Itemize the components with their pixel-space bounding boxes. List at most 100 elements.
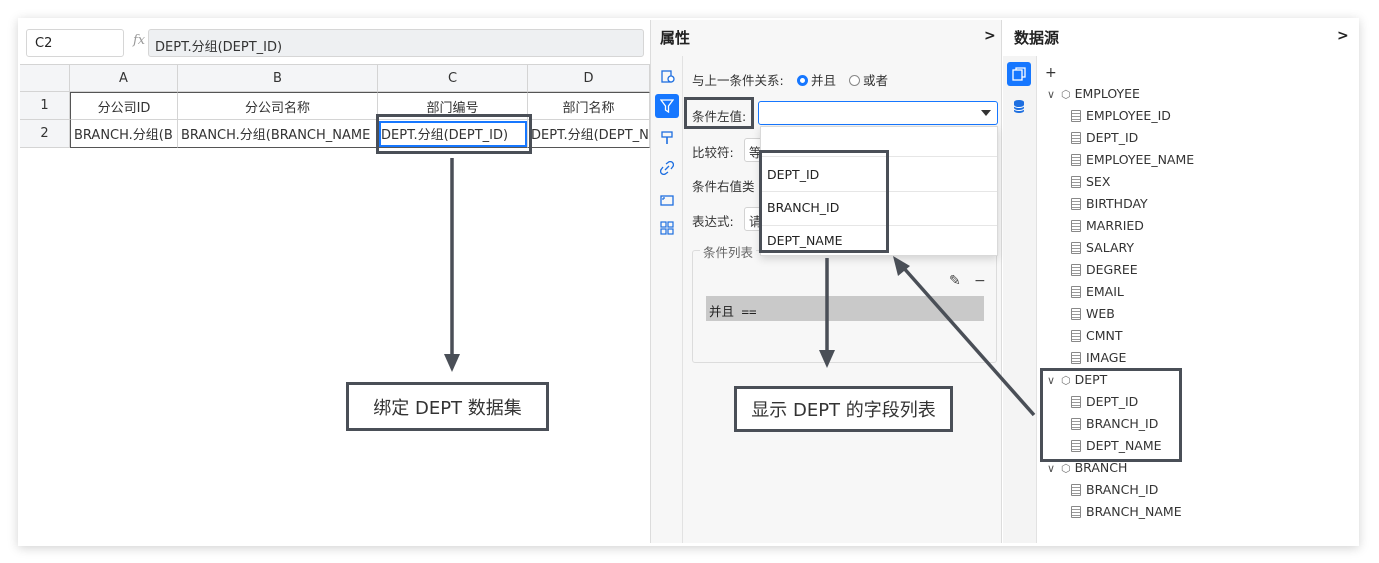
- tree-field[interactable]: EMAIL: [1071, 284, 1124, 299]
- dropdown-divider: [761, 191, 997, 192]
- arrow-dept-to-dropdown: [900, 264, 1036, 417]
- add-dataset-button[interactable]: +: [1045, 65, 1057, 81]
- edit-icon[interactable]: ✎: [949, 273, 961, 289]
- tree-field[interactable]: BRANCH_ID: [1071, 416, 1158, 431]
- dropdown-option-branch-id[interactable]: BRANCH_ID: [767, 200, 840, 215]
- cell-settings-icon[interactable]: [657, 66, 677, 86]
- relation-and-label: 并且: [811, 73, 837, 88]
- chevron-down-icon: [981, 110, 991, 116]
- tree-field[interactable]: EMPLOYEE_NAME: [1071, 152, 1194, 167]
- field-label: CMNT: [1086, 328, 1123, 343]
- tree-field[interactable]: MARRIED: [1071, 218, 1144, 233]
- dropdown-option-dept-name[interactable]: DEPT_NAME: [767, 233, 843, 248]
- cell-b1[interactable]: 分公司名称: [178, 92, 378, 120]
- field-icon: [1071, 286, 1081, 298]
- dropdown-option-dept-id[interactable]: DEPT_ID: [767, 167, 820, 182]
- expression-label: 表达式:: [692, 214, 734, 229]
- left-value-select[interactable]: [758, 101, 998, 125]
- relation-label: 与上一条件关系:: [692, 73, 784, 88]
- cell-c2[interactable]: DEPT.分组(DEPT_ID): [378, 120, 528, 148]
- dropdown-divider: [761, 225, 997, 226]
- field-label: EMPLOYEE_NAME: [1086, 152, 1195, 167]
- properties-icon-column: [651, 56, 683, 543]
- column-header-d[interactable]: D: [528, 64, 650, 92]
- condition-list-label: 条件列表: [700, 242, 757, 261]
- filter-icon[interactable]: [655, 94, 679, 118]
- formula-input[interactable]: DEPT.分组(DEPT_ID): [148, 29, 644, 57]
- remove-icon[interactable]: −: [974, 273, 986, 289]
- datasource-title: 数据源: [1014, 29, 1060, 47]
- field-label: EMAIL: [1086, 284, 1124, 299]
- spreadsheet-area: C2 fx DEPT.分组(DEPT_ID) A B C D 1 分公司ID 分…: [20, 20, 650, 543]
- field-label: DEPT_NAME: [1086, 438, 1162, 453]
- properties-title: 属性: [660, 29, 691, 47]
- tree-field[interactable]: DEGREE: [1071, 262, 1138, 277]
- cell-d1[interactable]: 部门名称: [528, 92, 650, 120]
- column-header-c[interactable]: C: [378, 64, 528, 92]
- field-icon: [1071, 132, 1081, 144]
- field-label: BRANCH_NAME: [1086, 504, 1182, 519]
- chevron-down-icon: ∨: [1047, 462, 1056, 475]
- tree-group-employee[interactable]: ∨⬡EMPLOYEE: [1047, 86, 1140, 101]
- field-icon: [1071, 220, 1081, 232]
- annotation-box-dept-tree: [1040, 368, 1182, 462]
- field-icon: [1071, 352, 1081, 364]
- field-icon: [1071, 396, 1081, 408]
- relation-and-radio[interactable]: 并且: [797, 70, 836, 89]
- field-label: MARRIED: [1086, 218, 1144, 233]
- cube-icon: ⬡: [1061, 462, 1071, 475]
- tree-field[interactable]: BRANCH_NAME: [1071, 504, 1182, 519]
- tree-field[interactable]: DEPT_ID: [1071, 394, 1138, 409]
- relation-or-label: 或者: [863, 73, 889, 88]
- cell-a2[interactable]: BRANCH.分组(B: [70, 120, 178, 148]
- group-label: BRANCH: [1074, 460, 1128, 475]
- tree-field[interactable]: SALARY: [1071, 240, 1134, 255]
- group-label: DEPT: [1074, 372, 1108, 387]
- tree-field[interactable]: SEX: [1071, 174, 1110, 189]
- tree-field[interactable]: DEPT_ID: [1071, 130, 1138, 145]
- format-brush-icon[interactable]: [657, 128, 677, 148]
- field-icon: [1071, 264, 1081, 276]
- datasource-collapse-button[interactable]: >: [1337, 28, 1349, 44]
- datasource-icon-column: [1003, 56, 1037, 543]
- column-header-b[interactable]: B: [178, 64, 378, 92]
- tree-field[interactable]: DEPT_NAME: [1071, 438, 1162, 453]
- fx-icon: fx: [133, 33, 146, 48]
- cell-b2[interactable]: BRANCH.分组(BRANCH_NAME: [178, 120, 378, 148]
- field-label: DEGREE: [1086, 262, 1138, 277]
- field-icon: [1071, 308, 1081, 320]
- row-header-2[interactable]: 2: [20, 120, 70, 148]
- row-header-1[interactable]: 1: [20, 92, 70, 120]
- field-label: EMPLOYEE_ID: [1086, 108, 1171, 123]
- formula-toolbar: C2 fx DEPT.分组(DEPT_ID): [20, 20, 650, 64]
- dataset-icon[interactable]: [1007, 62, 1031, 86]
- field-label: DEPT_ID: [1086, 394, 1139, 409]
- tree-field[interactable]: BRANCH_ID: [1071, 482, 1158, 497]
- tree-field[interactable]: EMPLOYEE_ID: [1071, 108, 1171, 123]
- dropdown-search-row[interactable]: [761, 127, 997, 157]
- cube-icon: ⬡: [1061, 88, 1071, 101]
- tree-field[interactable]: IMAGE: [1071, 350, 1126, 365]
- relation-or-radio[interactable]: 或者: [849, 70, 888, 89]
- link-icon[interactable]: [657, 158, 677, 178]
- properties-collapse-button[interactable]: >: [984, 28, 996, 44]
- database-icon[interactable]: [1009, 96, 1029, 116]
- tree-group-branch[interactable]: ∨ ⬡BRANCH: [1047, 460, 1127, 475]
- corner-cell[interactable]: [20, 64, 70, 92]
- annotation-box-left-value: [684, 97, 754, 129]
- annotation-box-cell-c2: [376, 114, 532, 154]
- cell-a1[interactable]: 分公司ID: [70, 92, 178, 120]
- field-icon: [1071, 110, 1081, 122]
- components-icon[interactable]: [657, 218, 677, 238]
- tree-field[interactable]: BIRTHDAY: [1071, 196, 1148, 211]
- field-label: BIRTHDAY: [1086, 196, 1148, 211]
- field-icon: [1071, 330, 1081, 342]
- tree-field[interactable]: WEB: [1071, 306, 1115, 321]
- column-header-a[interactable]: A: [70, 64, 178, 92]
- frame-icon[interactable]: [657, 190, 677, 210]
- tree-field[interactable]: CMNT: [1071, 328, 1123, 343]
- cell-d2[interactable]: DEPT.分组(DEPT_N: [528, 120, 650, 148]
- cell-reference-box[interactable]: C2: [26, 29, 124, 57]
- tree-group-dept[interactable]: ∨⬡DEPT: [1047, 372, 1107, 387]
